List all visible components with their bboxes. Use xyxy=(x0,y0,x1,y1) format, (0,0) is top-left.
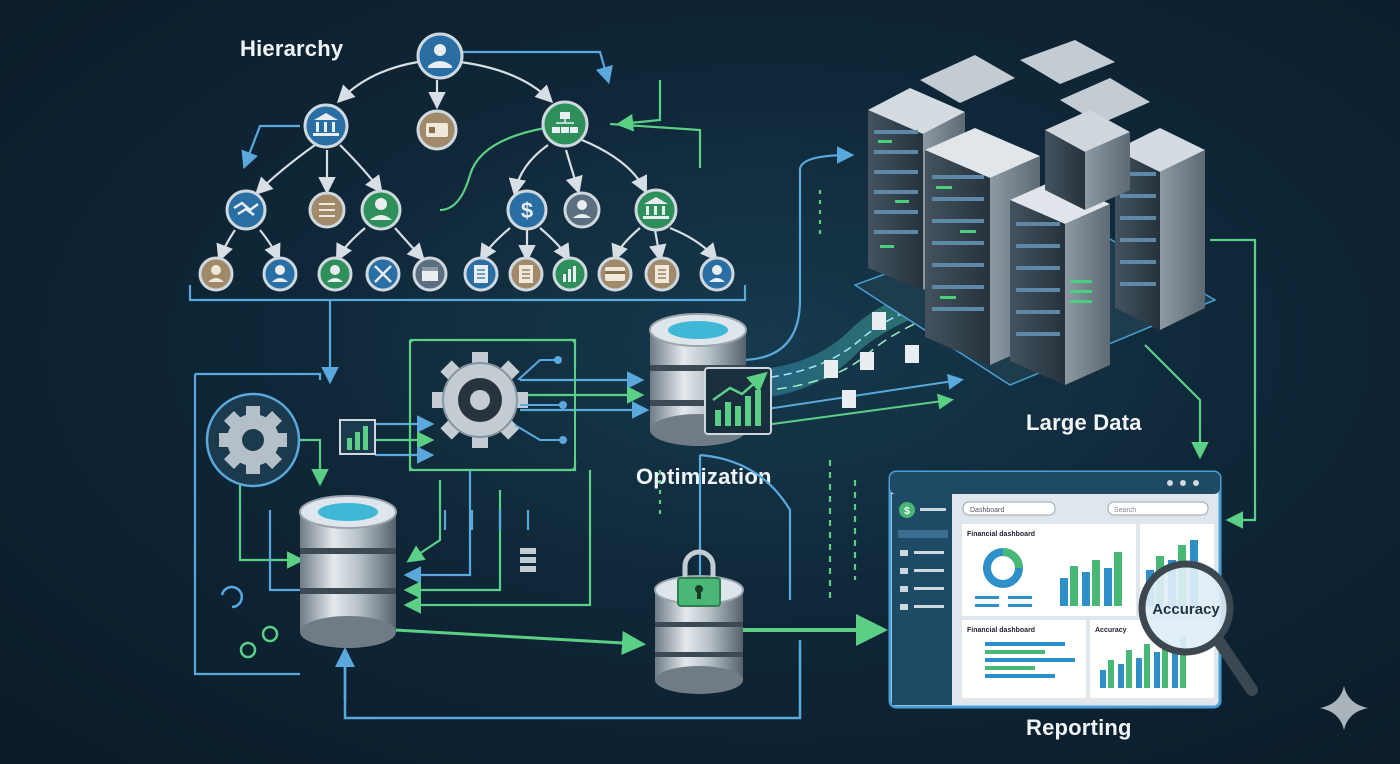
leaf-user-1[interactable] xyxy=(198,256,234,292)
leaf-calendar[interactable] xyxy=(412,256,448,292)
lock-icon xyxy=(677,549,721,607)
leaf-chart[interactable] xyxy=(552,256,588,292)
bank-node[interactable] xyxy=(303,103,349,149)
accuracy-magnifier: Accuracy xyxy=(1138,560,1258,696)
dashboard-dropdown[interactable]: Dashboard xyxy=(962,501,1056,516)
list-node[interactable] xyxy=(308,191,346,229)
stack-icon xyxy=(520,548,536,572)
org-chart-node[interactable] xyxy=(541,100,589,148)
dashboard-search-placeholder: Search xyxy=(1114,507,1136,514)
bar-chart-icon xyxy=(339,419,376,455)
large-data-label: Large Data xyxy=(1026,410,1142,435)
leaf-user-4[interactable] xyxy=(699,256,735,292)
staff-node[interactable] xyxy=(563,191,601,229)
manager-node[interactable] xyxy=(360,189,402,231)
trend-chart-icon xyxy=(704,367,772,435)
hierarchy-nodes: $ xyxy=(198,32,735,292)
main-database xyxy=(299,495,397,648)
panel1-title: Financial dashboard xyxy=(967,531,1035,538)
leaf-doc-1[interactable] xyxy=(463,256,499,292)
optimization-gear xyxy=(409,339,576,471)
secure-database xyxy=(654,549,744,694)
server-cluster xyxy=(853,40,1217,386)
svg-text:$: $ xyxy=(904,506,910,517)
hierarchy-connectors xyxy=(188,50,747,385)
leaf-user-3[interactable] xyxy=(317,256,353,292)
hierarchy-label: Hierarchy xyxy=(240,36,344,61)
leaf-user-2[interactable] xyxy=(262,256,298,292)
panel3-title: Accuracy xyxy=(1095,627,1127,634)
leaf-doc-2[interactable] xyxy=(508,256,544,292)
dashboard-sidebar: $ xyxy=(892,494,952,705)
small-gears xyxy=(220,585,279,659)
leaf-doc-3[interactable] xyxy=(644,256,680,292)
dashboard-search[interactable]: Search xyxy=(1107,501,1209,516)
panel2-title: Financial dashboard xyxy=(967,627,1035,634)
leaf-card[interactable] xyxy=(597,256,633,292)
flow-lines xyxy=(193,146,1257,720)
settings-gear xyxy=(205,392,301,488)
magnifier-label: Accuracy xyxy=(1152,601,1220,618)
svg-text:$: $ xyxy=(521,198,533,223)
id-card-node[interactable] xyxy=(416,109,458,151)
root-user-node[interactable] xyxy=(416,32,464,80)
panel1-bars xyxy=(1060,552,1122,606)
handshake-node[interactable] xyxy=(225,189,267,231)
sparkle-icon xyxy=(1320,686,1368,730)
optimization-database xyxy=(649,313,772,446)
dashboard-dropdown-label: Dashboard xyxy=(970,507,1004,514)
leaf-tools[interactable] xyxy=(365,256,401,292)
reporting-label: Reporting xyxy=(1026,715,1132,740)
dollar-node[interactable]: $ xyxy=(506,189,548,231)
bank-node-2[interactable] xyxy=(634,188,678,232)
